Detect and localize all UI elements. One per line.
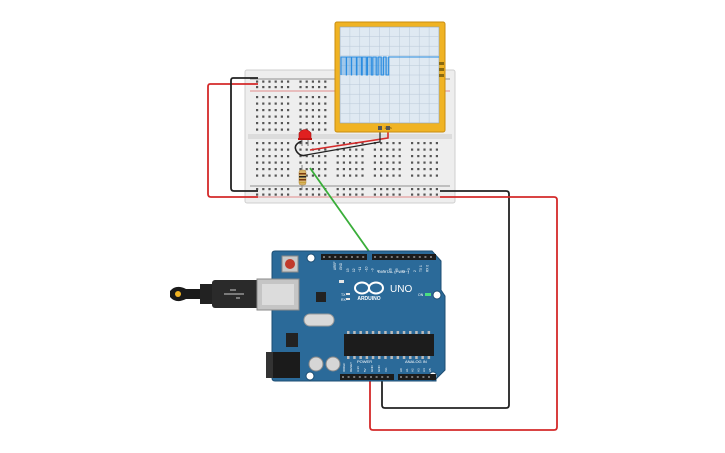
wire-black-gnd[interactable] xyxy=(381,190,510,409)
analog-pin-label: A1 xyxy=(405,368,409,372)
power-pin-label: GND xyxy=(370,365,374,373)
oscilloscope-grid xyxy=(340,27,439,123)
wire-black-scope[interactable] xyxy=(305,131,381,156)
digital-pin-label: RX 0 xyxy=(425,265,429,272)
analog-pin-label: A5 xyxy=(428,368,432,372)
usb-cable[interactable] xyxy=(170,280,260,308)
arduino-infinity-icon xyxy=(354,281,384,295)
red-led[interactable] xyxy=(298,129,312,147)
wires xyxy=(207,77,558,431)
aref-label: AREF xyxy=(333,261,337,270)
power-pin-label: 5V xyxy=(363,368,367,372)
power-pin-label: IOREF xyxy=(342,363,346,372)
digital-pin-label: ~9 xyxy=(370,268,374,272)
digital-pin-label: 13 xyxy=(346,268,350,272)
digital-label: DIGITAL (PWM~) xyxy=(378,269,410,274)
capacitor xyxy=(308,356,324,372)
power-pin-label: Vin xyxy=(384,367,388,372)
oscilloscope-trace xyxy=(340,56,439,76)
digital-pin-label: 12 xyxy=(352,268,356,272)
power-label: POWER xyxy=(357,359,372,364)
digital-pin-label: 8 xyxy=(377,270,381,272)
crystal-oscillator xyxy=(303,313,335,327)
tx-label: TX xyxy=(341,293,346,297)
analog-label: ANALOG IN xyxy=(405,359,427,364)
arduino-uno[interactable]: ARDUINO UNO DIGITAL (PWM~) POWER ANALOG … xyxy=(256,250,446,382)
wire-green-signal[interactable] xyxy=(309,167,374,258)
oscilloscope-side-markers xyxy=(439,62,444,77)
power-pin-label: GND xyxy=(377,365,381,373)
digital-pin-label: 2 xyxy=(413,270,417,272)
arduino-logo-text: ARDUINO xyxy=(357,296,380,302)
power-pin-label: 3.3V xyxy=(356,366,360,372)
rx-label: RX xyxy=(341,298,347,302)
digital-pin-label: TX 1 xyxy=(419,265,423,272)
on-led-label: ON xyxy=(418,293,424,297)
digital-pin-label: ~5 xyxy=(395,268,399,272)
wire-black-left[interactable] xyxy=(230,77,258,192)
power-led xyxy=(425,293,431,296)
analog-pin-label: A3 xyxy=(416,368,420,372)
wire-red-left[interactable] xyxy=(207,83,258,198)
atmega-chip xyxy=(344,331,434,359)
digital-pin-label: ~3 xyxy=(407,268,411,272)
analog-pin-label: A4 xyxy=(422,368,426,372)
power-header[interactable] xyxy=(340,374,394,380)
resistor[interactable] xyxy=(298,165,307,190)
reset-button[interactable] xyxy=(281,255,299,273)
digital-pin-label: ~10 xyxy=(364,266,368,272)
arduino-model: UNO xyxy=(390,284,412,295)
analog-pin-label: A2 xyxy=(411,368,415,372)
wire-red-5v[interactable] xyxy=(369,196,558,431)
digital-pin-label: 7 xyxy=(383,270,387,272)
analog-pin-label: A0 xyxy=(399,368,403,372)
gnd-label: GND xyxy=(339,262,343,270)
digital-pin-label: ~6 xyxy=(389,268,393,272)
oscilloscope[interactable]: 1 ms xyxy=(334,21,446,133)
digital-pin-label: 4 xyxy=(401,270,405,272)
capacitor xyxy=(325,356,341,372)
digital-pin-label: ~11 xyxy=(358,267,362,272)
power-pin-label: RESET xyxy=(349,362,353,372)
usb-icon xyxy=(224,289,244,299)
wire-black-led[interactable] xyxy=(294,140,307,157)
digital-header-left[interactable] xyxy=(321,254,367,260)
wire-red-scope[interactable] xyxy=(309,131,389,151)
